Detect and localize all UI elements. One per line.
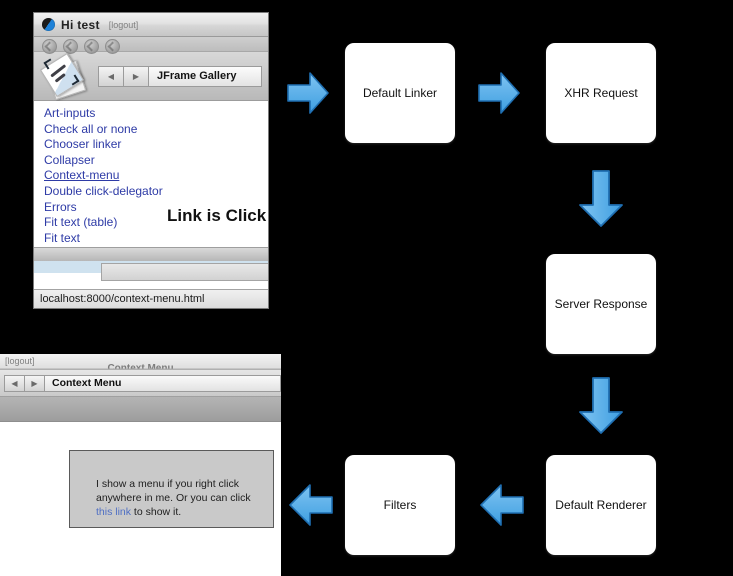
list-item[interactable]: Chooser linker [44,137,122,152]
flow-node-label: XHR Request [564,86,638,100]
back-button[interactable]: ◀ [98,65,124,87]
browser-tinted-strip [34,261,268,281]
toolbar-dot-4[interactable] [105,38,120,54]
list-item[interactable]: Check all or none [44,121,138,136]
browser-titlebar[interactable]: Hi test [logout] [34,13,268,37]
forward-button[interactable]: ▶ [25,374,45,392]
list-item[interactable]: Fit text [44,230,81,245]
greeting-text: Hi test [61,17,100,32]
nav-title: Context Menu [45,374,281,392]
arrow-filters-out-icon [286,481,334,529]
photo-gallery-icon [39,52,88,101]
browser-window[interactable]: Hi test [logout] ◀ ▶ JFrame Gallery [33,12,269,309]
list-item-context-menu[interactable]: Context-menu [44,168,120,183]
logout-link[interactable]: [logout] [5,356,35,366]
arrow-xhr-to-server-icon [577,169,625,229]
browser-content: Art-inputs Check all or none Chooser lin… [34,101,268,247]
contextmenu-navbar: ◀ ▶ Context Menu [0,369,281,397]
flow-node-label: Default Linker [362,86,438,100]
toolbar-dot-1[interactable] [42,38,57,54]
contextmenu-toolbar-filler [0,397,281,422]
browser-statusbar: localhost:8000/context-menu.html [34,289,268,308]
show-menu-link[interactable]: this link [96,506,132,518]
browser-inner-panel [101,263,268,281]
list-item[interactable]: Double click-delegator [44,183,163,198]
status-url: localhost:8000/context-menu.html [40,293,205,305]
context-menu-target-panel[interactable]: I show a menu if you right click anywher… [69,450,274,528]
arrow-into-linker-icon [286,69,330,117]
flow-node-label: Filters [383,498,417,512]
arrow-renderer-to-filters-icon [477,481,525,529]
panel-line-1: I show a menu if you right click [96,478,239,490]
browser-horizontal-divider [34,247,268,261]
list-item[interactable]: Fit text (table) [44,215,118,230]
app-logo-circle-icon [42,18,55,31]
toolbar-dot-2[interactable] [63,38,78,54]
panel-line-2: anywhere in me. Or you can click [96,492,251,504]
list-item[interactable]: Art-inputs [44,106,96,120]
browser-button-row[interactable] [34,37,268,54]
forward-button[interactable]: ▶ [124,65,149,87]
list-item[interactable]: Collapser [44,152,95,167]
flow-node-default-renderer[interactable]: Default Renderer [546,455,656,555]
contextmenu-page-body: I show a menu if you right click anywher… [0,422,281,575]
flow-node-default-linker[interactable]: Default Linker [345,43,455,143]
arrow-linker-to-xhr-icon [477,69,521,117]
arrow-server-to-renderer-icon [577,376,625,436]
link-is-click-annotation: Link is Click [167,206,267,225]
flow-node-filters[interactable]: Filters [345,455,455,555]
panel-line-3-suffix: to show it. [131,506,182,518]
flow-node-server-response[interactable]: Server Response [546,254,656,354]
window-ghost-title: Context Menu [107,363,174,374]
flow-node-label: Default Renderer [555,498,647,512]
list-item[interactable]: Errors [44,199,77,214]
toolbar-dot-3[interactable] [84,38,99,54]
gallery-link-list: Art-inputs Check all or none Chooser lin… [34,101,268,246]
contextmenu-titlebar[interactable]: [logout] Context Menu [0,354,281,369]
logout-link[interactable]: [logout] [108,19,139,30]
context-menu-window[interactable]: [logout] Context Menu ◀ ▶ Context Menu I… [0,354,281,576]
back-button[interactable]: ◀ [4,374,25,392]
browser-toolbar: ◀ ▶ JFrame Gallery [34,52,268,101]
nav-title: JFrame Gallery [149,65,262,87]
flow-node-xhr-request[interactable]: XHR Request [546,43,656,143]
browser-navbar: ◀ ▶ JFrame Gallery [98,65,262,87]
panel-line-3: this link to show it. [96,505,273,519]
flow-node-label: Server Response [554,297,648,311]
